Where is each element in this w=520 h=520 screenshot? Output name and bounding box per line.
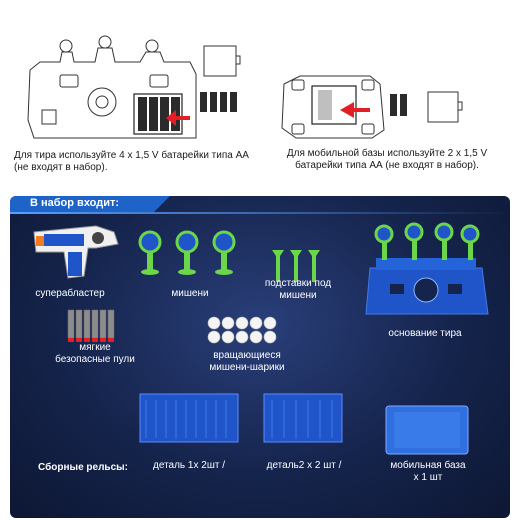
blaster-label: суперабластер bbox=[35, 288, 105, 299]
base-note-line1: Для мобильной базы используйте 2 x 1,5 V bbox=[286, 148, 488, 159]
mobile-line2: x 1 шт bbox=[413, 472, 443, 483]
darts-line1: мягкие bbox=[79, 342, 111, 353]
range-base-label: основание тира bbox=[388, 328, 462, 339]
kit-contents-panel: В набор входит: суперабластер мишени под… bbox=[10, 196, 510, 518]
target-stands-label: подставки под мишени bbox=[258, 278, 338, 302]
base-note-line2: батарейки типа АА (не входят в набор). bbox=[295, 160, 479, 171]
rail-part1-label: деталь 1х 2шт / bbox=[153, 460, 225, 471]
darts-label: мягкие безопасные пули bbox=[40, 342, 150, 366]
base-battery-note: Для мобильной базы используйте 2 x 1,5 V… bbox=[282, 148, 492, 172]
targets-image bbox=[138, 230, 236, 275]
battery-instructions: Для тира используйте 4 x 1,5 V батарейки… bbox=[0, 0, 520, 190]
balls-line2: мишени-шарики bbox=[209, 362, 285, 373]
range-note-line1: Для тира используйте 4 x 1,5 V батарейки… bbox=[14, 150, 249, 161]
mobile-line1: мобильная база bbox=[390, 460, 466, 471]
rails-title: Сборные рельсы: bbox=[38, 462, 129, 473]
targets-label: мишени bbox=[171, 288, 209, 299]
stands-line2: мишени bbox=[279, 290, 317, 301]
range-note-line2: (не входят в набор). bbox=[14, 162, 108, 173]
range-battery-diagram bbox=[27, 35, 463, 139]
stands-line1: подставки под bbox=[264, 278, 332, 289]
balls-label: вращающиеся мишени-шарики bbox=[192, 350, 302, 374]
blaster-image bbox=[33, 225, 119, 279]
darts-image bbox=[67, 309, 115, 342]
range-battery-note: Для тира используйте 4 x 1,5 V батарейки… bbox=[14, 150, 264, 174]
balls-image bbox=[207, 316, 277, 344]
rail-part2-image bbox=[263, 393, 343, 443]
mobile-base-label: мобильная база x 1 шт bbox=[378, 460, 478, 484]
kit-header: В набор входит: bbox=[10, 196, 170, 212]
balls-line1: вращающиеся bbox=[213, 350, 281, 361]
kit-header-label: В набор входит: bbox=[30, 197, 120, 209]
rail-part2-label: деталь2 x 2 шт / bbox=[266, 460, 342, 471]
header-divider bbox=[10, 212, 510, 214]
darts-line2: безопасные пули bbox=[55, 354, 135, 365]
rail-part1-image bbox=[139, 393, 239, 443]
target-stands-image bbox=[272, 250, 320, 282]
range-base-image bbox=[365, 222, 489, 315]
mobile-base-image bbox=[385, 405, 469, 455]
